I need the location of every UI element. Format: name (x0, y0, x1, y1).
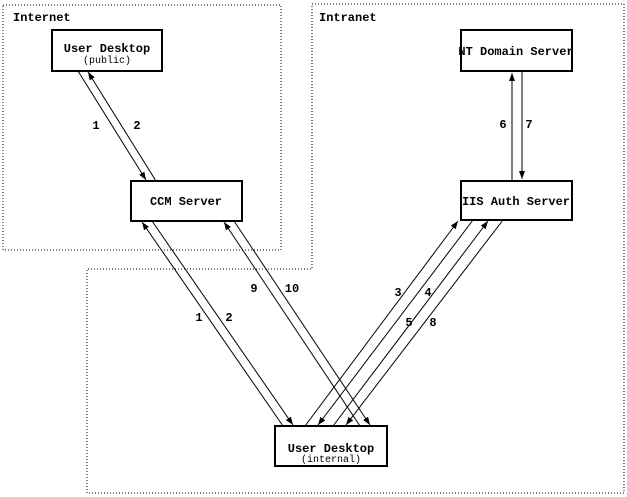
user-desktop-internal-label: User Desktop (288, 442, 374, 456)
user-desktop-internal-box (274, 425, 388, 467)
edge-label-6: 6 (499, 118, 506, 132)
ccm-server-label: CCM Server (150, 195, 222, 209)
arrow-ccm-to-public (87, 71, 157, 182)
edge-label-2: 2 (133, 119, 140, 133)
edge-public-desktop-ccm: 1 2 (77, 70, 157, 182)
edge-label-8: 8 (429, 316, 436, 330)
node-nt-domain-server: NT Domain Server (458, 29, 574, 72)
edge-ccm-internal-desktop-b: 9 10 (223, 220, 371, 427)
edge-label-1: 1 (92, 119, 99, 133)
node-ccm-server: CCM Server (130, 180, 243, 222)
user-desktop-public-sublabel: (public) (83, 55, 131, 67)
internet-zone-label: Internet (13, 11, 71, 25)
arrow-iis-to-internal-4 (317, 219, 474, 426)
user-desktop-internal-sublabel: (internal) (301, 454, 361, 466)
ccm-server-box (130, 180, 243, 222)
edge-iis-internal-desktop: 3 4 5 8 (304, 219, 504, 427)
intranet-zone-label: Intranet (319, 11, 377, 25)
arrow-ccm-to-internal-10 (233, 220, 371, 426)
nt-domain-server-box (460, 29, 573, 72)
user-desktop-public-label: User Desktop (64, 42, 150, 56)
internet-zone-border (2, 4, 282, 251)
arrow-internal-to-iis-5 (332, 220, 489, 427)
node-user-desktop-public: User Desktop (public) (51, 29, 163, 72)
intranet-zone-border (86, 3, 625, 494)
edge-label-10: 10 (285, 282, 299, 296)
edge-label-7: 7 (525, 118, 532, 132)
edge-label-2b: 2 (225, 311, 232, 325)
edge-label-4: 4 (424, 286, 431, 300)
node-iis-auth-server: IIS Auth Server (460, 180, 573, 221)
arrow-internal-to-ccm-9 (223, 221, 361, 427)
arrow-public-to-ccm (77, 70, 147, 181)
edge-label-5: 5 (405, 316, 412, 330)
user-desktop-public-box (51, 29, 163, 72)
edge-label-3: 3 (394, 286, 401, 300)
edge-label-1b: 1 (195, 311, 202, 325)
arrow-internal-to-iis-3 (304, 220, 459, 427)
arrow-internal-to-ccm-1 (141, 221, 284, 427)
nt-domain-server-label: NT Domain Server (458, 45, 573, 59)
edge-ccm-internal-desktop-a: 1 2 (141, 220, 294, 427)
iis-auth-server-label: IIS Auth Server (462, 195, 570, 209)
arrow-iis-to-internal-8 (345, 219, 504, 426)
edge-nt-domain-iis: 6 7 (499, 71, 533, 180)
edge-label-9: 9 (250, 282, 257, 296)
arrow-ccm-to-internal-2 (151, 220, 294, 426)
iis-auth-server-box (460, 180, 573, 221)
node-user-desktop-internal: User Desktop (internal) (274, 425, 388, 467)
